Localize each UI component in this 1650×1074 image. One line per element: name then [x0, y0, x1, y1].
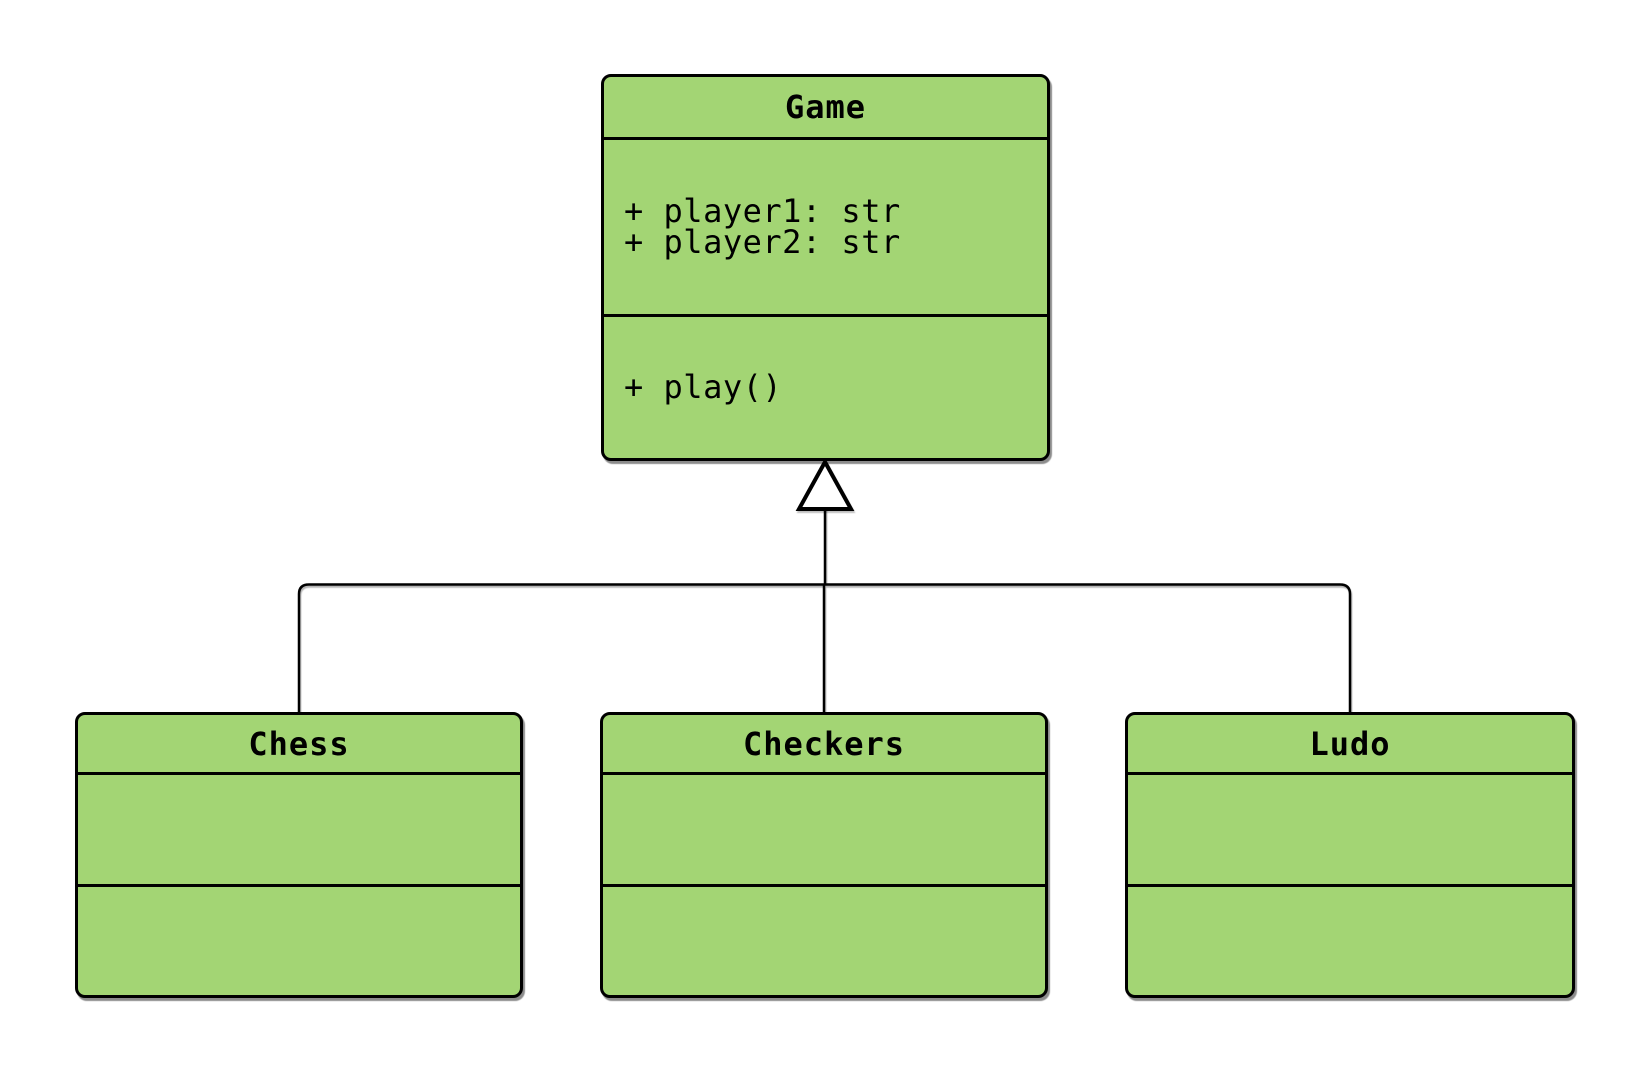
attribute-line: + player1: str — [624, 192, 901, 230]
connector-bus — [297, 583, 1352, 712]
class-box-ludo: Ludo — [1125, 712, 1575, 998]
class-methods-compartment: + play() — [604, 317, 1047, 458]
class-title: Chess — [78, 715, 520, 775]
class-attributes-compartment — [78, 775, 520, 887]
class-box-chess: Chess — [75, 712, 523, 998]
class-attributes-compartment — [1128, 775, 1572, 887]
attribute-line: + player2: str — [624, 223, 901, 261]
class-attributes-compartment: + player1: str + player2: str — [604, 140, 1047, 317]
inheritance-arrowhead-icon — [795, 457, 855, 511]
class-methods-compartment — [78, 887, 520, 995]
class-title: Checkers — [603, 715, 1045, 775]
class-methods-compartment — [1128, 887, 1572, 995]
method-line: + play() — [624, 368, 783, 406]
class-box-checkers: Checkers — [600, 712, 1048, 998]
class-title: Game — [604, 77, 1047, 140]
class-attributes-compartment — [603, 775, 1045, 887]
class-box-game: Game + player1: str + player2: str + pla… — [601, 74, 1050, 461]
class-title: Ludo — [1128, 715, 1572, 775]
class-methods-compartment — [603, 887, 1045, 995]
